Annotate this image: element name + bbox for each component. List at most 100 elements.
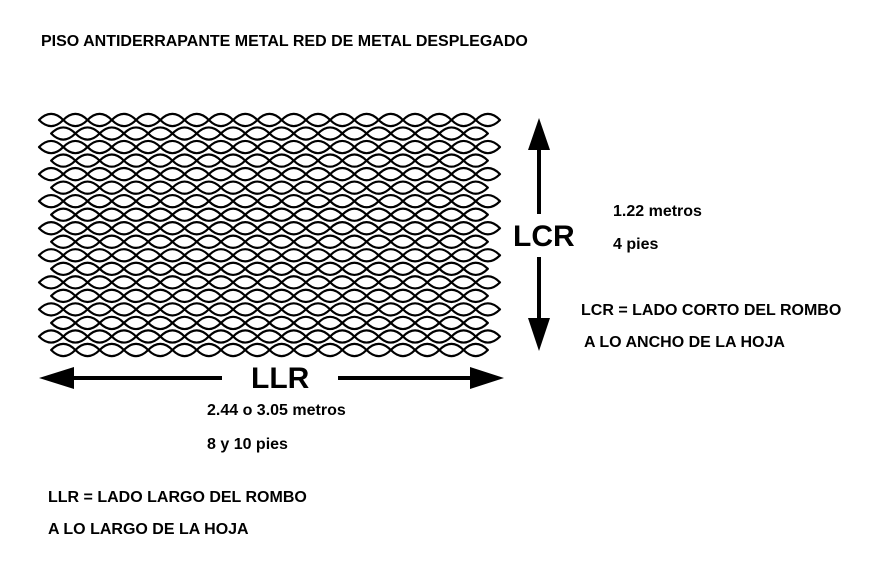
mesh-diamond (426, 221, 453, 236)
mesh-diamond (171, 207, 198, 222)
mesh-diamond (195, 126, 223, 141)
mesh-diamond (256, 329, 283, 344)
mesh-diamond (462, 153, 489, 168)
mesh-diamond (389, 261, 417, 277)
mesh-diamond (304, 275, 332, 290)
mesh-diamond (353, 329, 380, 344)
mesh-diamond (450, 193, 477, 209)
mesh-diamond (413, 261, 441, 277)
mesh-diamond (316, 126, 344, 141)
mesh-diamond (280, 112, 307, 128)
mesh-diamond (438, 261, 465, 277)
mesh-diamond (426, 248, 453, 263)
mesh-diamond (365, 180, 392, 195)
mesh-diamond (147, 315, 174, 331)
mesh-diamond (50, 288, 77, 304)
mesh-diamond (304, 193, 332, 209)
mesh-diamond (74, 288, 101, 304)
mesh-diamond (98, 342, 126, 358)
mesh-diamond (462, 126, 489, 141)
mesh-diamond (86, 193, 113, 209)
mesh-diamond (413, 153, 441, 168)
mesh-diamond (329, 193, 356, 209)
mesh-diamond (171, 234, 198, 249)
mesh-diamond (195, 288, 223, 304)
mesh-diamond (292, 315, 320, 331)
mesh-diamond (256, 112, 283, 128)
mesh-diamond (365, 315, 392, 331)
mesh-diamond (450, 329, 477, 344)
mesh-diamond (438, 207, 465, 222)
mesh-diamond (450, 248, 477, 263)
mesh-diamond (110, 112, 138, 128)
mesh-diamond (98, 315, 126, 331)
mesh-diamond (292, 288, 320, 304)
mesh-diamond (256, 193, 283, 209)
mesh-diamond (159, 329, 186, 344)
mesh-diamond (353, 139, 380, 155)
mesh-diamond (110, 139, 138, 155)
mesh-diamond (171, 261, 198, 277)
mesh-diamond (474, 139, 502, 155)
mesh-diamond (268, 207, 295, 222)
mesh-diamond (195, 153, 223, 168)
mesh-diamond (183, 193, 210, 209)
mesh-diamond (50, 342, 77, 358)
mesh-diamond (329, 275, 356, 290)
mesh-diamond (207, 275, 235, 290)
mesh-diamond (450, 275, 477, 290)
mesh-diamond (37, 221, 65, 236)
mesh-diamond (280, 248, 307, 263)
mesh-diamond (86, 302, 113, 317)
mesh-diamond (110, 275, 138, 290)
mesh-diamond (329, 139, 356, 155)
mesh-diamond (450, 166, 477, 182)
mesh-diamond (134, 166, 162, 182)
mesh-diamond (147, 126, 174, 141)
mesh-diamond (450, 302, 477, 317)
mesh-diamond (74, 126, 101, 141)
mesh-diamond (122, 342, 150, 358)
mesh-diamond (183, 275, 210, 290)
mesh-diamond (232, 248, 259, 263)
mesh-diamond (244, 261, 271, 277)
mesh-diamond (329, 221, 356, 236)
page-title: PISO ANTIDERRAPANTE METAL RED DE METAL D… (41, 33, 528, 50)
mesh-diamond (232, 193, 259, 209)
mesh-diamond (147, 288, 174, 304)
mesh-diamond (280, 221, 307, 236)
lcr-meters: 1.22 metros (613, 203, 702, 220)
mesh-diamond (474, 329, 502, 344)
mesh-diamond (462, 234, 489, 249)
mesh-diamond (426, 302, 453, 317)
mesh-diamond (232, 139, 259, 155)
mesh-diamond (244, 234, 271, 249)
mesh-diamond (62, 166, 89, 182)
mesh-diamond (426, 275, 453, 290)
mesh-diamond (219, 153, 247, 168)
mesh-diamond (292, 126, 320, 141)
mesh-diamond (268, 126, 295, 141)
mesh-diamond (304, 221, 332, 236)
mesh-diamond (74, 342, 101, 358)
mesh-diamond (329, 112, 356, 128)
mesh-diamond (122, 261, 150, 277)
mesh-diamond (329, 166, 356, 182)
mesh-diamond (462, 180, 489, 195)
mesh-diamond (74, 234, 101, 249)
arrow-up-icon (528, 118, 550, 150)
mesh-diamond (268, 153, 295, 168)
mesh-diamond (74, 315, 101, 331)
mesh-diamond (292, 234, 320, 249)
llr-definition-line1: LLR = LADO LARGO DEL ROMBO (48, 489, 307, 506)
mesh-diamond (37, 329, 65, 344)
mesh-diamond (474, 193, 502, 209)
arrow-right-icon (470, 367, 504, 389)
mesh-diamond (353, 302, 380, 317)
mesh-diamond (401, 302, 429, 317)
mesh-diamond (232, 275, 259, 290)
mesh-diamond (353, 275, 380, 290)
mesh-diamond (219, 261, 247, 277)
mesh-diamond (316, 207, 344, 222)
mesh-diamond (50, 207, 77, 222)
